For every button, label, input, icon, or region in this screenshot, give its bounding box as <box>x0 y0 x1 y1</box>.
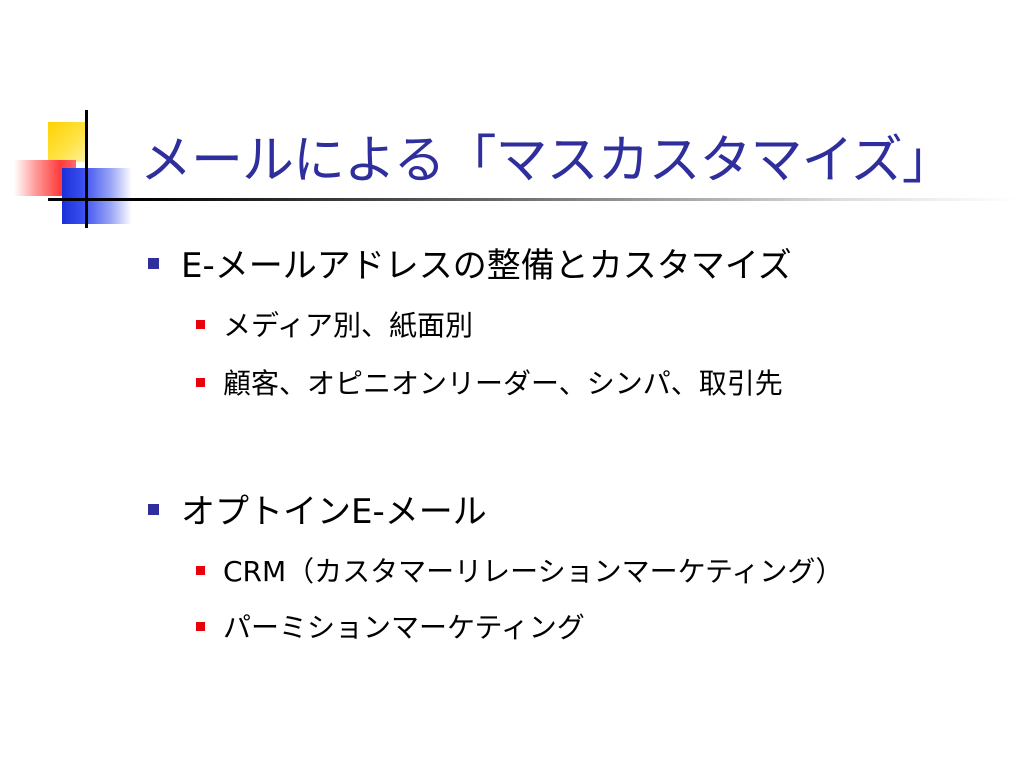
title-underline <box>138 198 1018 201</box>
bullet-square-icon <box>148 504 159 515</box>
decorative-blue-square <box>62 168 132 224</box>
bullet-level2: 顧客、オピニオンリーダー、シンパ、取引先 <box>196 362 783 402</box>
bullet-text: メディア別、紙面別 <box>223 309 474 342</box>
bullet-level2: メディア別、紙面別 <box>196 304 473 344</box>
decorative-vertical-line <box>85 110 88 228</box>
bullet-level2: パーミションマーケティング <box>196 606 585 646</box>
bullet-level1: E-メールアドレスの整備とカスタマイズ <box>148 238 792 287</box>
decorative-horizontal-line <box>48 198 138 201</box>
bullet-text: オプトインE-メール <box>181 492 487 532</box>
bullet-square-icon <box>196 621 205 631</box>
decorative-yellow-square <box>48 122 88 162</box>
slide-title: メールによる「マスカスタマイズ」 <box>140 131 954 191</box>
bullet-square-icon <box>196 377 205 387</box>
bullet-text: E-メールアドレスの整備とカスタマイズ <box>181 246 792 286</box>
bullet-square-icon <box>196 319 205 329</box>
bullet-text: CRM（カスタマーリレーションマーケティング） <box>223 555 844 588</box>
bullet-level2: CRM（カスタマーリレーションマーケティング） <box>196 550 843 590</box>
bullet-square-icon <box>196 565 205 575</box>
bullet-text: 顧客、オピニオンリーダー、シンパ、取引先 <box>223 367 783 400</box>
bullet-level1: オプトインE-メール <box>148 484 487 533</box>
bullet-text: パーミションマーケティング <box>223 611 585 644</box>
bullet-square-icon <box>148 258 159 269</box>
